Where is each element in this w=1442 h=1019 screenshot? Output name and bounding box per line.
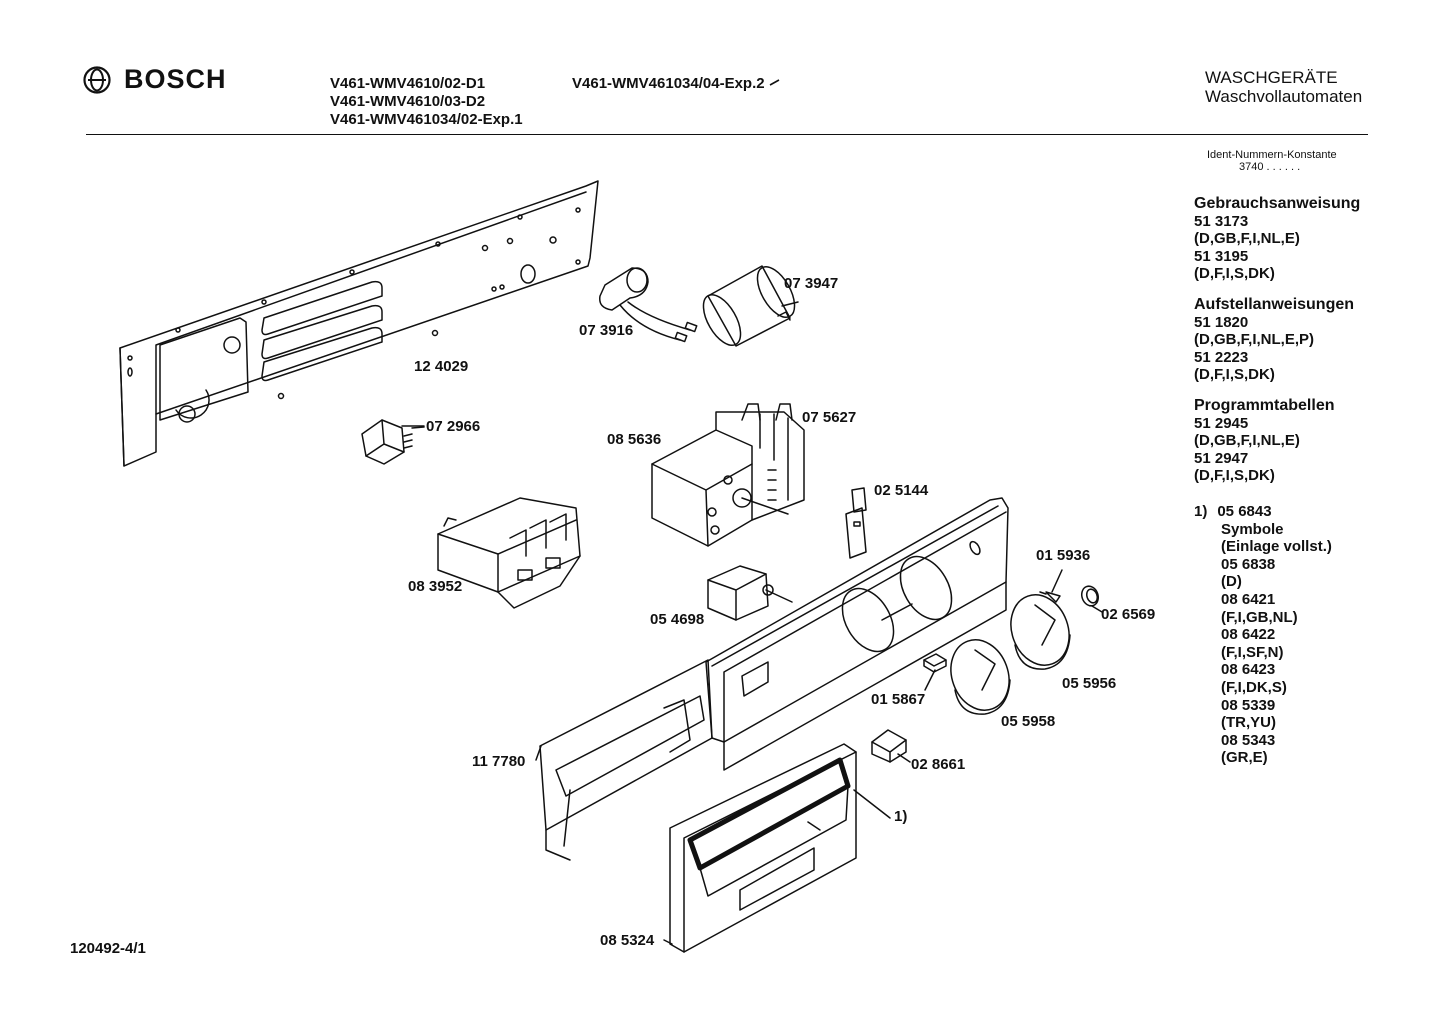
doc-line: (D,F,I,S,DK): [1194, 366, 1275, 384]
footnote-line: 05 6838: [1221, 555, 1276, 573]
part-label-055958: 05 5958: [1001, 713, 1056, 730]
footnote-line: 08 6423: [1221, 661, 1276, 679]
program-timer-shape: [651, 403, 805, 547]
ident-value: 3740 . . . . . .: [1239, 161, 1301, 173]
doc-line: (D,GB,F,I,NL,E): [1194, 432, 1300, 450]
footnote-line: (F,I,GB,NL): [1221, 608, 1298, 626]
part-label-117780: 11 7780: [472, 753, 526, 770]
part-label-028661: 02 8661: [911, 756, 966, 773]
doc-line: (D,F,I,S,DK): [1194, 467, 1275, 485]
category-title: WASCHGERÄTE: [1205, 68, 1338, 87]
footnote-marker: 1): [1194, 503, 1208, 520]
doc-line: (D,GB,F,I,NL,E): [1194, 230, 1300, 248]
footnote-first: 1) 05 6843: [1194, 503, 1332, 521]
model-list: V461-WMV4610/02-D1 V461-WMV4610/03-D2 V4…: [330, 75, 523, 129]
button-cap-shape: [871, 729, 907, 763]
control-panel-shape: [539, 497, 1009, 861]
part-label-055956: 05 5956: [1062, 675, 1117, 692]
model-4: V461-WMV461034/04-Exp.2: [572, 75, 781, 92]
footnote-number: 05 6843: [1217, 503, 1272, 520]
footnote-line: (TR,YU): [1221, 714, 1276, 732]
brand-block: BOSCH: [82, 64, 227, 95]
doc-line: 51 2223: [1194, 348, 1249, 366]
switch-small-shape: [361, 419, 425, 465]
footnote-line: 08 6422: [1221, 626, 1276, 644]
part-label-073916: 07 3916: [579, 322, 634, 339]
check-mark-icon: [769, 79, 780, 86]
footnote-line: (F,I,DK,S): [1221, 678, 1287, 696]
category-subtitle: Waschvollautomaten: [1205, 87, 1363, 106]
document-list: Gebrauchsanweisung 51 3173 (D,GB,F,I,NL,…: [1194, 195, 1360, 485]
footnote-block: 1) 05 6843 Symbole (Einlage vollst.) 05 …: [1194, 503, 1332, 767]
footnote-line: 08 6421: [1221, 590, 1276, 608]
part-label-015867: 01 5867: [871, 691, 926, 708]
capacitor-small-shape: [599, 267, 698, 343]
ident-label: Ident-Nummern-Konstante: [1207, 149, 1337, 161]
doc-line: 51 2947: [1194, 449, 1249, 467]
screw-shape: [1039, 591, 1061, 603]
model-3: V461-WMV461034/02-Exp.1: [330, 111, 523, 128]
part-label-footnote-ref: 1): [894, 808, 908, 825]
footnote-line: (Einlage vollst.): [1221, 538, 1332, 556]
model-1: V461-WMV4610/02-D1: [330, 75, 486, 92]
door-switch-shape: [845, 487, 867, 559]
part-label-073947: 07 3947: [784, 275, 839, 292]
doc-line: 51 3195: [1194, 247, 1249, 265]
header-rule: [86, 134, 1368, 135]
part-label-124029: 12 4029: [414, 358, 469, 375]
knob-right-shape: [1010, 594, 1071, 670]
category-block: WASCHGERÄTE Waschvollautomaten: [1205, 68, 1362, 106]
doc-title-install: Aufstellanweisungen: [1194, 295, 1355, 313]
back-panel-shape: [119, 180, 599, 467]
doc-line: 51 2945: [1194, 414, 1249, 432]
bosch-logo-icon: [83, 65, 111, 94]
detergent-drawer-shape: [669, 743, 857, 953]
model-2: V461-WMV4610/03-D2: [330, 93, 486, 110]
cap-shape: [1080, 585, 1100, 607]
part-label-085636: 08 5636: [607, 431, 662, 448]
relay-block-shape: [437, 497, 581, 609]
part-label-015936: 01 5936: [1036, 547, 1091, 564]
part-label-085324: 08 5324: [600, 932, 655, 949]
capacitor-large-shape: [702, 265, 799, 347]
part-label-072966: 07 2966: [426, 418, 481, 435]
knob-left-shape: [950, 639, 1011, 715]
part-label-083952: 08 3952: [408, 578, 463, 595]
doc-title-programs: Programmtabellen: [1194, 396, 1335, 414]
footnote-line: 08 5339: [1221, 696, 1276, 714]
part-label-025144: 02 5144: [874, 482, 929, 499]
doc-line: (D,F,I,S,DK): [1194, 265, 1275, 283]
part-label-075627: 07 5627: [802, 409, 857, 426]
footnote-line: (GR,E): [1221, 749, 1268, 767]
doc-line: 51 1820: [1194, 313, 1249, 331]
selector-switch-shape: [707, 565, 793, 621]
doc-line: (D,GB,F,I,NL,E,P): [1194, 331, 1314, 349]
footnote-line: (D): [1221, 573, 1242, 591]
sheet-id: 120492-4/1: [70, 940, 146, 957]
footnote-line: Symbole: [1221, 520, 1284, 538]
part-label-026569: 02 6569: [1101, 606, 1156, 623]
footnote-line: (F,I,SF,N): [1221, 643, 1284, 661]
footnote-line: 08 5343: [1221, 731, 1276, 749]
brand-name: BOSCH: [124, 64, 227, 94]
doc-line: 51 3173: [1194, 212, 1249, 230]
part-label-054698: 05 4698: [650, 611, 705, 628]
doc-title-usage: Gebrauchsanweisung: [1194, 195, 1361, 212]
ident-block: Ident-Nummern-Konstante 3740 . . . . . .: [1207, 149, 1337, 173]
